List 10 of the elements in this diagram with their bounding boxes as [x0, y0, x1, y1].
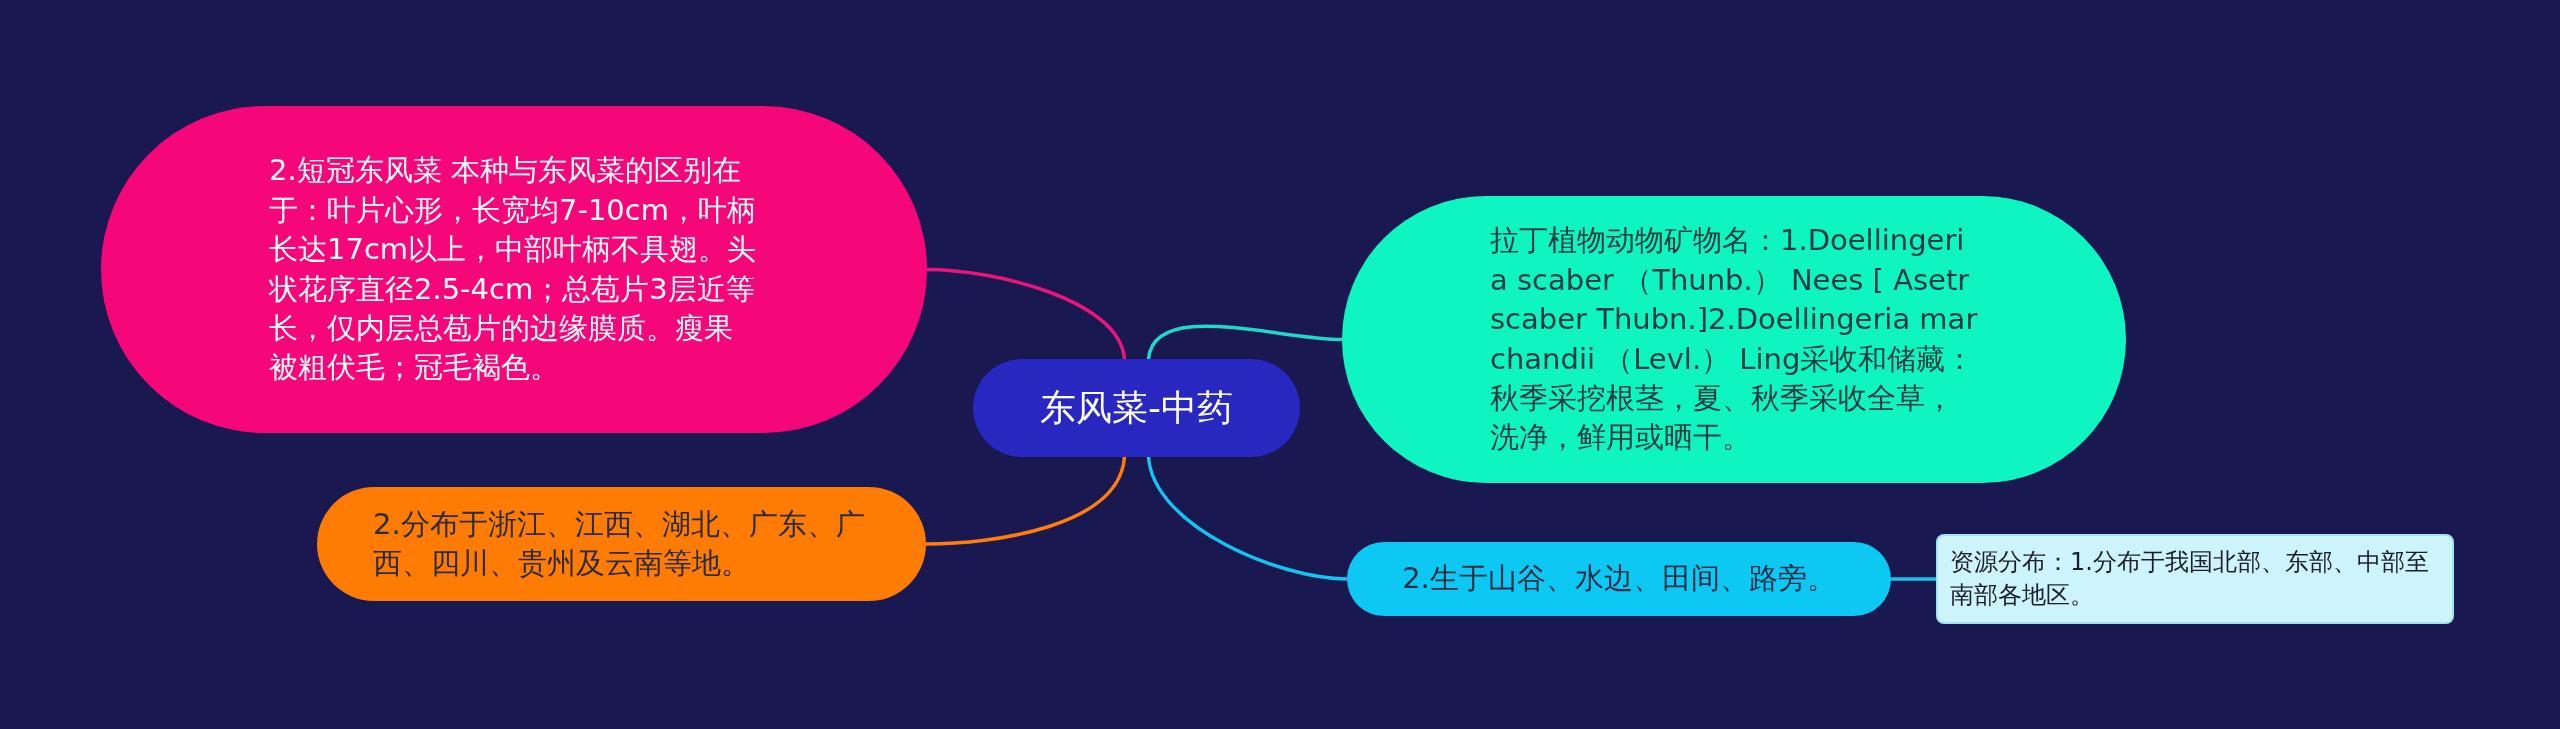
- topic-pill: 拉丁植物动物矿物名：1.Doellingeria scaber （Thunb.） Nees [ Asetr scaber Thubn.]2.Doellingeria marchandii （Levl.） Ling采收和储藏：秋季采挖根茎，夏、秋季采收全草，洗净，鲜用或晒干。: [1342, 196, 2126, 483]
- connector-line: [1146, 456, 1348, 581]
- connector-line: [926, 267, 1127, 360]
- central-topic: 东风菜-中药: [973, 359, 1300, 457]
- topic-pill: 2.生于山谷、水边、田间、路旁。: [1347, 542, 1891, 616]
- note-box: 资源分布：1.分布于我国北部、东部、中部至南部各地区。: [1936, 534, 2454, 624]
- connector-line: [925, 456, 1127, 546]
- connector-line: [1146, 324, 1343, 360]
- topic-pill: 2.短冠东风菜 本种与东风菜的区别在于：叶片心形，长宽均7-10cm，叶柄长达17cm以上，中部叶柄不具翅。头状花序直径2.5-4cm；总苞片3层近等长，仅内层总苞片的边缘膜质。瘦果被粗伏毛；冠毛褐色。: [101, 106, 927, 433]
- topic-pill: 2.分布于浙江、江西、湖北、广东、广西、四川、贵州及云南等地。: [317, 487, 926, 601]
